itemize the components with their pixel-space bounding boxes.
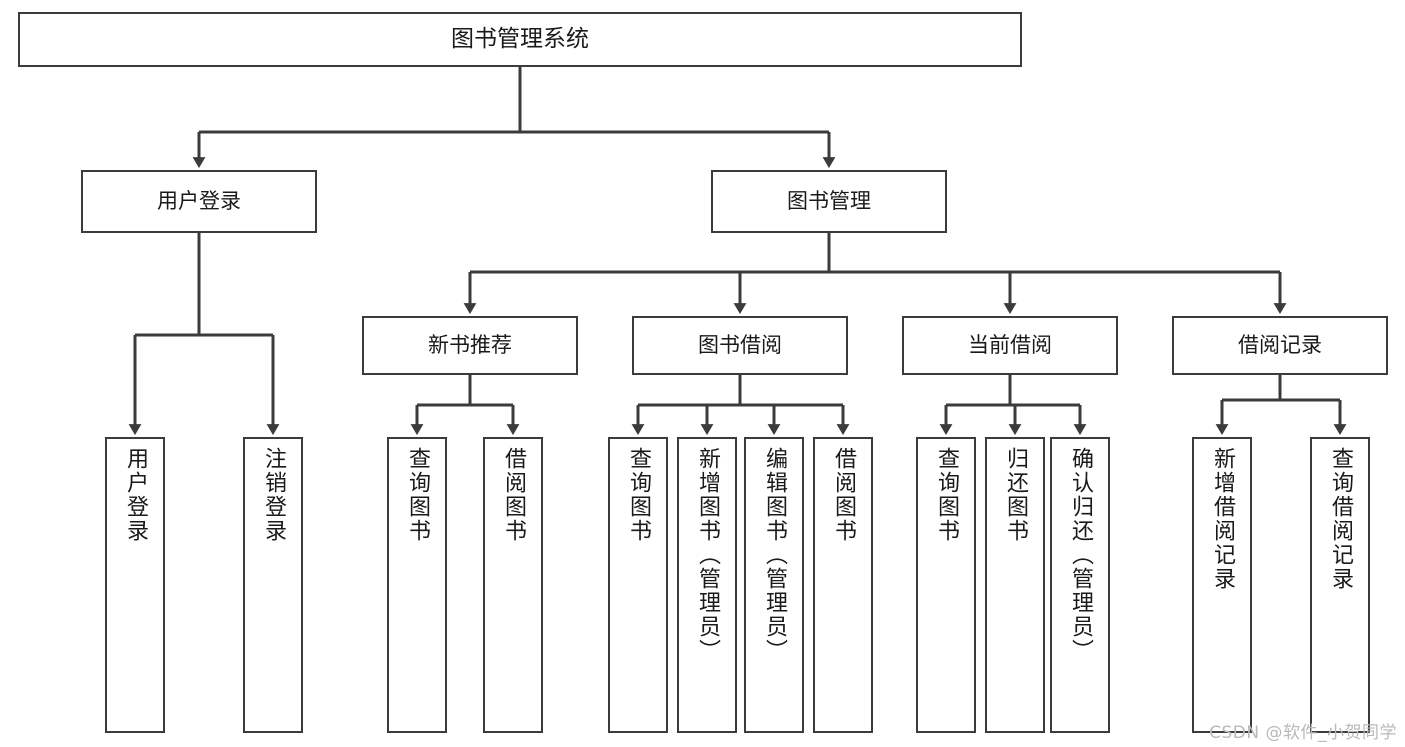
leaf-query-book-current[interactable]: 查询图书 [916, 437, 976, 733]
leaf-borrow-book[interactable]: 借阅图书 [813, 437, 873, 733]
node-current-borrow[interactable]: 当前借阅 [902, 316, 1118, 375]
node-book-management[interactable]: 图书管理 [711, 170, 947, 233]
node-label: 编辑图书（管理员） [762, 447, 787, 663]
leaf-query-book-borrow[interactable]: 查询图书 [608, 437, 668, 733]
leaf-user-login[interactable]: 用户登录 [105, 437, 165, 733]
node-label: 用户登录 [123, 447, 148, 543]
node-label: 借阅图书 [501, 447, 526, 543]
node-label: 借阅图书 [831, 447, 856, 543]
leaf-edit-book-admin[interactable]: 编辑图书（管理员） [744, 437, 804, 733]
csdn-watermark: CSDN @软件_小贺同学 [1209, 723, 1397, 743]
node-label: 查询图书 [626, 447, 651, 543]
node-label: 归还图书 [1003, 447, 1028, 543]
node-root-book-management-system[interactable]: 图书管理系统 [18, 12, 1022, 67]
node-book-borrow[interactable]: 图书借阅 [632, 316, 848, 375]
leaf-add-book-admin[interactable]: 新增图书（管理员） [677, 437, 737, 733]
node-label: 当前借阅 [968, 333, 1052, 358]
leaf-query-borrow-record[interactable]: 查询借阅记录 [1310, 437, 1370, 733]
node-label: 新增图书（管理员） [695, 447, 720, 663]
node-label: 图书管理系统 [451, 25, 589, 52]
leaf-logout-login[interactable]: 注销登录 [243, 437, 303, 733]
node-label: 查询借阅记录 [1328, 447, 1353, 591]
node-label: 查询图书 [934, 447, 959, 543]
node-label: 注销登录 [261, 447, 286, 543]
leaf-borrow-book-new-recommend[interactable]: 借阅图书 [483, 437, 543, 733]
node-label: 图书管理 [787, 189, 871, 214]
leaf-return-book[interactable]: 归还图书 [985, 437, 1045, 733]
node-label: 查询图书 [405, 447, 430, 543]
node-label: 用户登录 [157, 189, 241, 214]
node-label: 新书推荐 [428, 333, 512, 358]
node-borrow-record[interactable]: 借阅记录 [1172, 316, 1388, 375]
node-label: 确认归还（管理员） [1068, 447, 1093, 663]
node-label: 借阅记录 [1238, 333, 1322, 358]
node-label: 新增借阅记录 [1210, 447, 1235, 591]
leaf-confirm-return-admin[interactable]: 确认归还（管理员） [1050, 437, 1110, 733]
leaf-add-borrow-record[interactable]: 新增借阅记录 [1192, 437, 1252, 733]
node-new-book-recommend[interactable]: 新书推荐 [362, 316, 578, 375]
node-user-login[interactable]: 用户登录 [81, 170, 317, 233]
node-label: 图书借阅 [698, 333, 782, 358]
leaf-query-book-new-recommend[interactable]: 查询图书 [387, 437, 447, 733]
